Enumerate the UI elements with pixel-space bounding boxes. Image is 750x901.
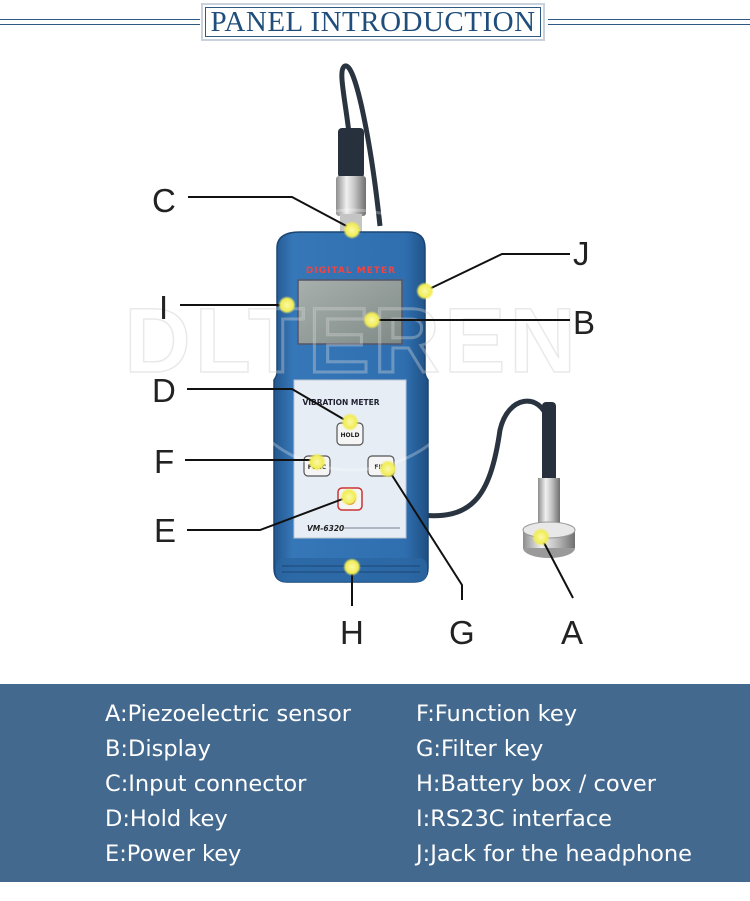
sensor-cable-boot <box>542 402 556 482</box>
meter-illustration: DIGITAL METER VIBRATION METER HOLD FUNC … <box>123 63 580 606</box>
legend-item-g: G:Filter key <box>416 736 544 762</box>
callout-c: C <box>152 182 176 219</box>
leader-lines <box>180 196 574 606</box>
legend-item-f: F:Function key <box>416 701 578 727</box>
lcd-display <box>297 279 403 345</box>
header-rule-right <box>548 19 750 25</box>
callout-b: B <box>573 304 596 341</box>
probe-handle <box>338 128 364 178</box>
legend-item-a: A:Piezoelectric sensor <box>105 701 352 727</box>
callout-g: G <box>449 614 475 651</box>
legend-panel: A:Piezoelectric sensor B:Display C:Input… <box>0 684 750 882</box>
watermark: DLTEREN <box>123 208 577 472</box>
meter-figure: DIGITAL METER VIBRATION METER HOLD FUNC … <box>0 44 750 684</box>
header-rule-left <box>0 19 200 25</box>
probe-cable-top <box>339 63 383 227</box>
faceplate-label: VIBRATION METER <box>302 398 379 407</box>
callout-h: H <box>340 614 364 651</box>
sensor-cable <box>419 398 551 519</box>
legend-item-h: H:Battery box / cover <box>416 771 657 797</box>
brand-label: DIGITAL METER <box>306 266 396 276</box>
callout-f: F <box>154 443 175 480</box>
model-label: VM-6320 <box>307 524 344 533</box>
callout-d: D <box>152 372 176 409</box>
legend-item-c: C:Input connector <box>105 771 307 797</box>
legend-column-right: F:Function key G:Filter key H:Battery bo… <box>416 697 692 872</box>
callout-e: E <box>154 512 177 549</box>
page-title: PANEL INTRODUCTION <box>201 3 545 41</box>
probe-connector <box>336 176 366 216</box>
callout-j: J <box>573 235 590 272</box>
legend-item-b: B:Display <box>105 736 211 762</box>
sensor-housing <box>538 478 560 524</box>
legend-item-d: D:Hold key <box>105 806 228 832</box>
callout-a: A <box>561 614 584 651</box>
legend-column-left: A:Piezoelectric sensor B:Display C:Input… <box>105 697 351 872</box>
watermark-text-shadow: DLTEREN <box>124 290 580 392</box>
legend-item-e: E:Power key <box>105 841 242 867</box>
callout-i: I <box>159 289 169 326</box>
marker-dots <box>278 221 550 576</box>
hold-key-label: HOLD <box>341 432 360 439</box>
legend-item-i: I:RS23C interface <box>416 806 612 832</box>
legend-item-j: J:Jack for the headphone <box>416 841 692 867</box>
